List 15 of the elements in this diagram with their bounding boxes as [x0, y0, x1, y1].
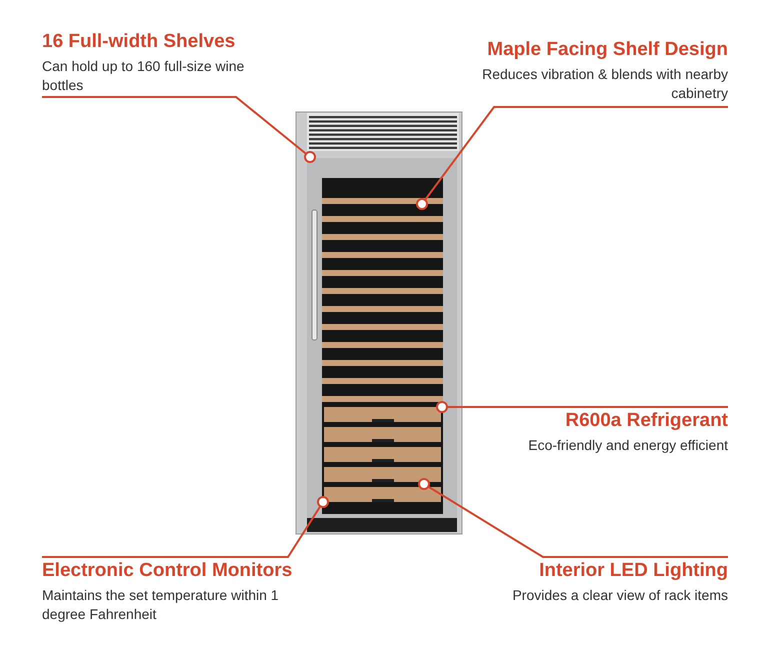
leader-line: [418, 478, 728, 558]
leader-line: [42, 496, 329, 558]
feature-description: Provides a clear view of rack items: [511, 586, 728, 605]
feature-heading: 16 Full-width Shelves: [42, 30, 236, 54]
leader-line: [42, 96, 316, 163]
feature-description: Maintains the set temperature within 1 degree Fahrenheit: [42, 586, 280, 624]
feature-heading: Interior LED Lighting: [538, 559, 728, 583]
feature-description: Reduces vibration & blends with nearby cabinetry: [481, 65, 728, 103]
leader-line: [436, 401, 728, 413]
leader-line: [416, 106, 728, 210]
feature-heading: R600a Refrigerant: [564, 409, 728, 433]
feature-heading: Electronic Control Monitors: [42, 559, 294, 583]
feature-description: Eco-friendly and energy efficient: [528, 436, 728, 455]
feature-description: Can hold up to 160 full-size wine bottles: [42, 57, 246, 95]
feature-heading: Maple Facing Shelf Design: [486, 38, 728, 62]
